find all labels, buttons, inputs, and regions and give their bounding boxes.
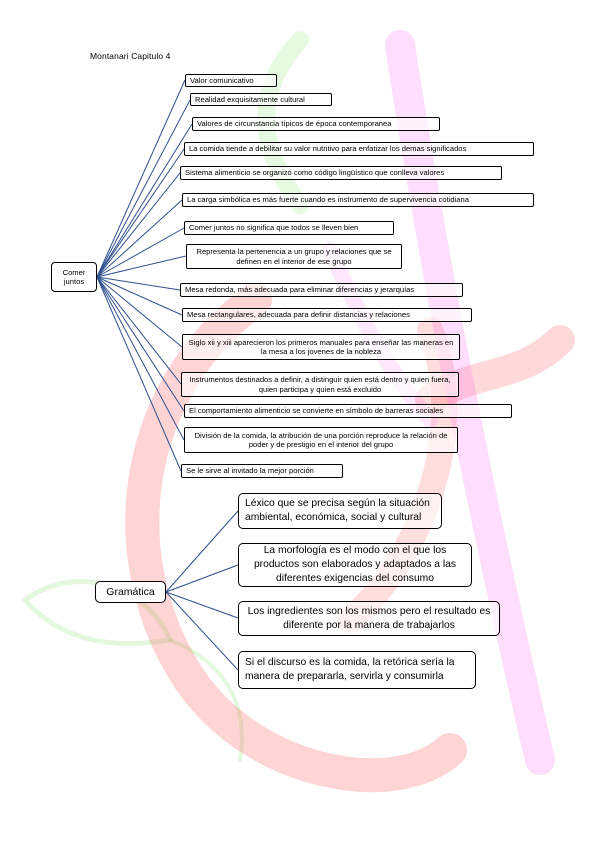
connector <box>96 276 182 472</box>
leaf-node: Valor comunicativo <box>185 74 277 87</box>
connector <box>96 276 183 348</box>
leaf-node: La morfología es el modo con el que los … <box>238 543 472 587</box>
leaf-node: Realidad exquisitamente cultural <box>190 93 332 106</box>
leaf-node: División de la comida, la atribución de … <box>184 427 458 453</box>
connector <box>96 79 186 278</box>
connector <box>96 99 191 278</box>
connector <box>165 591 239 619</box>
leaf-node: Comer juntos no significa que todos se l… <box>184 221 394 235</box>
watermark-green-leaf <box>21 578 174 647</box>
page-title: Montanari Capitulo 4 <box>90 51 171 61</box>
leaf-text: Representa la pertenencia a un grupo y r… <box>196 247 392 266</box>
root-node-gramatica: Gramática <box>95 581 166 603</box>
watermark-green-leaf <box>168 638 244 762</box>
leaf-node: Se le sirve al invitado la mejor porción <box>181 464 343 478</box>
leaf-text: Los ingredientes son los mismos pero el … <box>247 605 491 631</box>
leaf-node: Siglo xii y xiii aparecieron los primero… <box>182 334 460 360</box>
leaf-text: División de la comida, la atribución de … <box>194 430 448 450</box>
leaf-text: Valor comunicativo <box>190 75 254 85</box>
connector <box>96 276 185 412</box>
connector <box>96 227 185 278</box>
root-label: Comer juntos <box>62 267 86 287</box>
connector <box>96 276 185 441</box>
connector <box>96 199 183 278</box>
connector <box>96 276 181 291</box>
connector <box>165 510 239 593</box>
leaf-node: El comportamiento alimenticio se convier… <box>184 404 512 418</box>
leaf-text: Se le sirve al invitado la mejor porción <box>186 466 314 476</box>
leaf-node: La carga simbólica es más fuerte cuando … <box>182 193 534 207</box>
connector <box>96 276 183 316</box>
leaf-text: Léxico que se precisa según la situación… <box>245 498 430 523</box>
leaf-node: Sistema alimenticio se organizó como cód… <box>180 166 502 180</box>
leaf-text: El comportamiento alimenticio se convier… <box>189 406 444 416</box>
leaf-node: Valores de circunstancia típicos de époc… <box>192 117 440 131</box>
leaf-node: La comida tiende a debilitar su valor nu… <box>184 142 534 156</box>
leaf-node: Mesa rectangulares, adecuada para defini… <box>182 308 472 322</box>
connector <box>96 172 181 278</box>
connector <box>96 148 185 278</box>
leaf-text: Comer juntos no significa que todos se l… <box>189 223 359 233</box>
leaf-node: Mesa redonda, más adecuada para eliminar… <box>180 283 463 297</box>
leaf-text: La morfología es el modo con el que los … <box>253 545 457 584</box>
leaf-node: Léxico que se precisa según la situación… <box>238 493 442 529</box>
leaf-node: Instrumentos destinados a definir, a dis… <box>181 372 459 397</box>
root-node-comer-juntos: Comer juntos <box>51 262 97 292</box>
leaf-text: Valores de circunstancia típicos de époc… <box>197 119 392 129</box>
root-label: Gramática <box>106 586 155 598</box>
leaf-text: Mesa redonda, más adecuada para eliminar… <box>185 285 415 295</box>
leaf-node: Si el discurso es la comida, la retórica… <box>238 651 476 689</box>
leaf-node: Los ingredientes son los mismos pero el … <box>238 601 500 636</box>
leaf-text: Si el discurso es la comida, la retórica… <box>245 657 455 682</box>
leaf-text: Instrumentos destinados a definir, a dis… <box>189 375 451 394</box>
connector <box>96 276 182 385</box>
connector <box>96 255 187 278</box>
leaf-text: Mesa rectangulares, adecuada para defini… <box>187 310 410 320</box>
leaf-text: Sistema alimenticio se organizó como cód… <box>185 168 445 178</box>
connector <box>96 123 193 278</box>
leaf-node: Representa la pertenencia a un grupo y r… <box>186 244 402 269</box>
connector <box>165 591 239 671</box>
watermark-red-arc <box>337 317 458 633</box>
watermark-red-arc <box>125 283 467 793</box>
leaf-text: Siglo xii y xiii aparecieron los primero… <box>188 337 454 357</box>
leaf-text: Realidad exquisitamente cultural <box>195 94 305 104</box>
connector <box>165 564 239 593</box>
leaf-text: La carga simbólica es más fuerte cuando … <box>187 195 469 205</box>
leaf-text: La comida tiende a debilitar su valor nu… <box>189 144 467 154</box>
